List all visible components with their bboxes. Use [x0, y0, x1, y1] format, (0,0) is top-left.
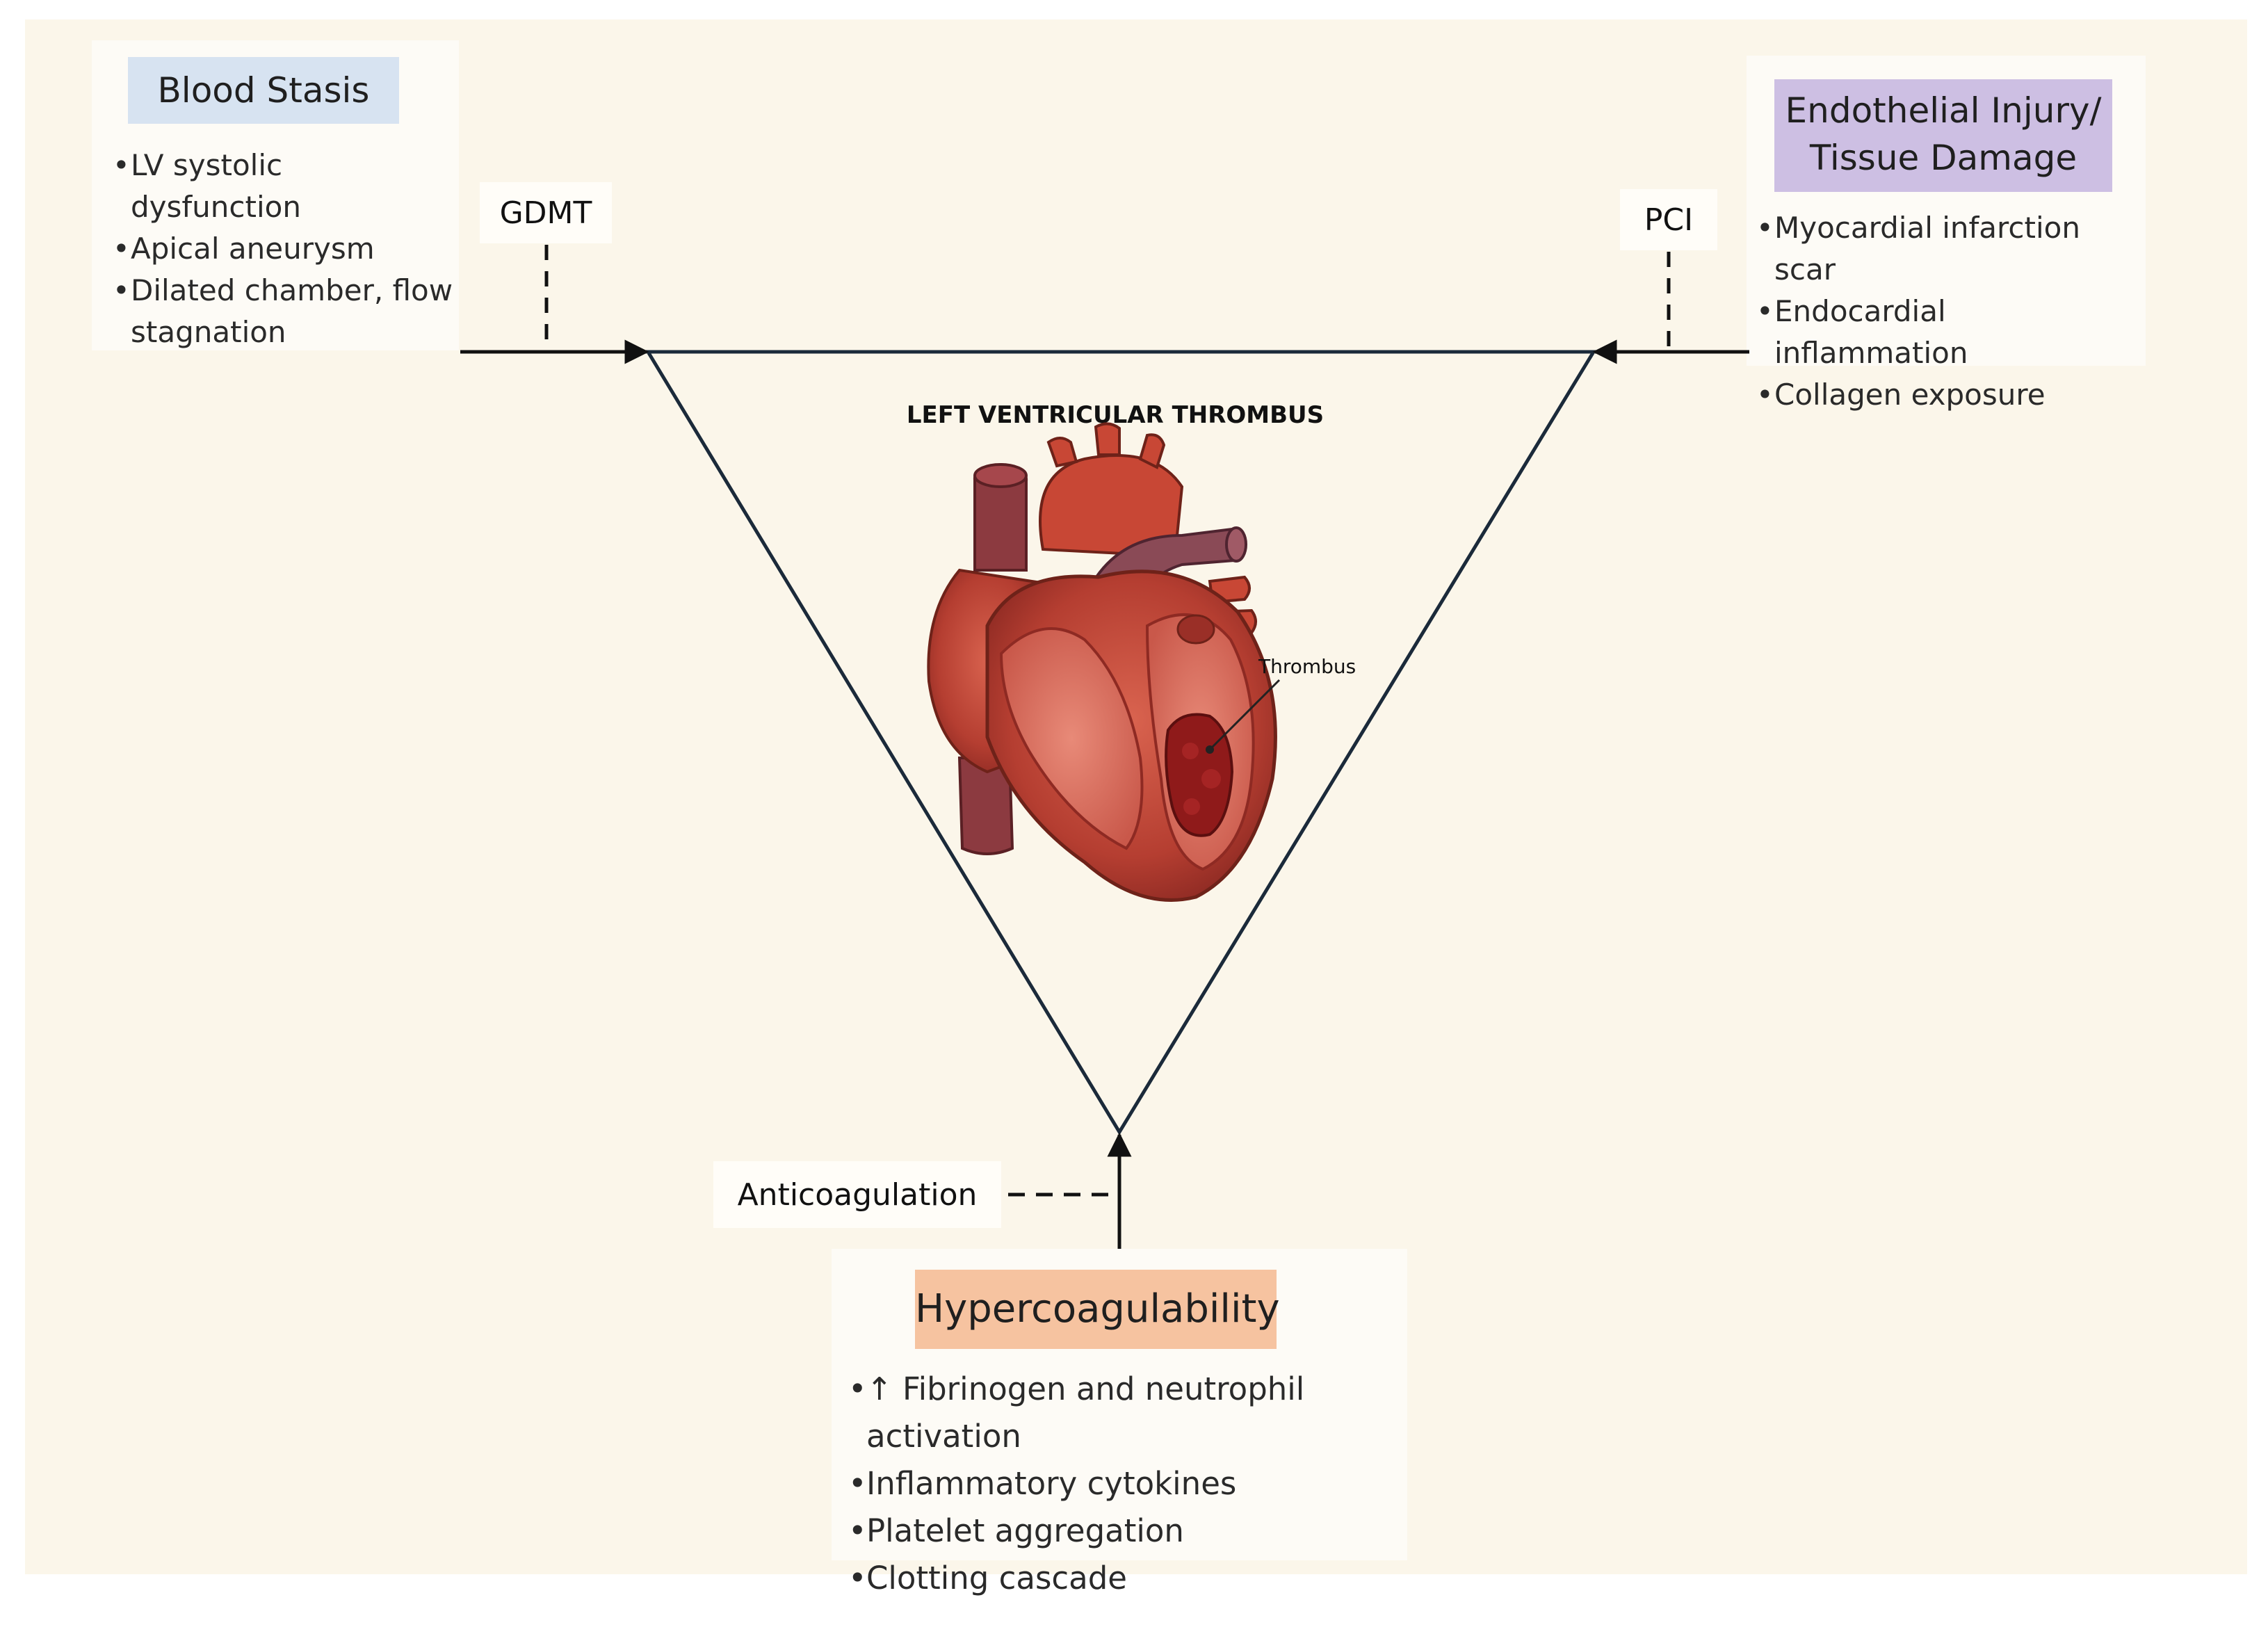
blood-stasis-header	[128, 57, 399, 124]
endothelial-title-line2: Tissue Damage	[1809, 138, 2077, 178]
thrombus-label: Thrombus	[1258, 655, 1356, 678]
endothelial-list: Myocardial infarction scar Endocardial i…	[1756, 207, 2146, 416]
list-item: Endocardial inflammation	[1756, 291, 2146, 374]
hypercoag-list: ↑ Fibrinogen and neutrophil activation I…	[848, 1366, 1404, 1602]
thrombus-mass	[1165, 713, 1234, 837]
list-item: Myocardial infarction scar	[1756, 207, 2146, 291]
list-item: LV systolic dysfunction	[113, 145, 453, 228]
blood-stasis-title: Blood Stasis	[157, 70, 370, 111]
list-item: Collagen exposure	[1756, 374, 2146, 416]
gdmt-label: GDMT	[480, 182, 612, 243]
list-item: Dilated chamber, flow stagnation	[113, 270, 453, 353]
heart-illustration	[927, 422, 1277, 902]
list-item: Clotting cascade	[848, 1555, 1404, 1602]
list-item: ↑ Fibrinogen and neutrophil activation	[848, 1366, 1404, 1460]
anticoagulation-label: Anticoagulation	[713, 1161, 1001, 1228]
hypercoag-title: Hypercoagulability	[915, 1286, 1280, 1332]
endothelial-title-line1: Endothelial Injury/	[1785, 90, 2102, 131]
blood-stasis-list: LV systolic dysfunction Apical aneurysm …	[113, 145, 453, 353]
list-item: Platelet aggregation	[848, 1507, 1404, 1555]
list-item: Apical aneurysm	[113, 228, 453, 270]
list-item: Inflammatory cytokines	[848, 1460, 1404, 1507]
endothelial-panel: Endothelial Injury/ Tissue Damage Myocar…	[1747, 56, 2146, 416]
blood-stasis-panel: Blood Stasis LV systolic dysfunction Api…	[92, 40, 459, 350]
thrombus-triad-triangle	[645, 350, 1597, 1135]
endothelial-header	[1774, 79, 2112, 192]
hypercoag-panel: Hypercoagulability ↑ Fibrinogen and neut…	[832, 1249, 1407, 1602]
thrombus-pointer	[1208, 679, 1281, 751]
pci-label: PCI	[1620, 189, 1717, 250]
hypercoag-header	[915, 1270, 1277, 1349]
